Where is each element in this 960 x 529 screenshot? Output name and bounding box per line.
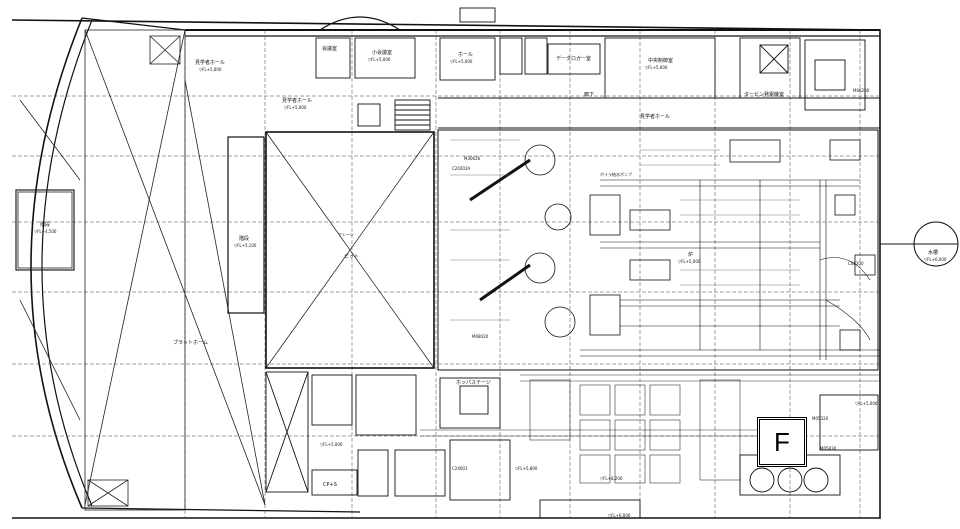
location-marker-f: F [757,417,807,467]
external-tank [880,221,959,267]
label-code-7: M06200 [853,88,870,93]
lower-rooms [265,371,880,519]
process-equipment [437,129,880,371]
label-exhibit-hall-left-fl: ▽FL+5,000 [199,67,222,72]
label-small-meeting-fl: ▽FL+5,000 [368,57,391,62]
label-pump: ボイラ給水ポンプ [600,171,632,177]
label-exhibit-hall-2-fl: ▽FL+5,000 [284,105,307,110]
label-code-8: M05320 [812,416,829,421]
label-exhibit-corridor: 見学者ホール [640,113,670,120]
building-outline [11,16,881,519]
label-fl-5000-a: ▽FL+5,000 [320,442,343,447]
label-cp-s: CP+S [323,482,337,488]
label-tank-fl: ▽FL+6,000 [924,257,947,262]
label-hall: ホール [458,52,473,58]
label-mid-stair-fl: ▽FL+5,100 [234,243,257,248]
left-hall-area [15,29,266,511]
label-data-room: データロガー室 [556,55,591,62]
label-code-1: M30626 [464,156,481,161]
label-corridor: 廊下 [584,91,594,98]
label-fl-5000-b: ▽FL+5,000 [855,401,878,406]
label-code-6: C24001 [452,466,468,471]
label-crane: クレーン [338,231,354,237]
location-marker-label: F [774,427,790,457]
label-left-stair: 階段 [40,221,50,228]
label-fl-6000: ▽FL+6,000 [608,513,631,518]
label-code-4: M05830 [820,446,837,451]
label-platform: プラットホーム [173,340,208,346]
label-boiler-area: 炉 [688,251,693,258]
label-central-control-fl: ▽FL+5,000 [645,65,668,70]
label-small-meeting: 小会議室 [372,49,392,56]
label-meeting-room: 会議室 [322,45,337,52]
label-fl-8200: ▽FL+8,200 [600,476,623,481]
label-hall-fl: ▽FL+5,000 [450,59,473,64]
label-central-control: 中央制御室 [648,57,673,64]
label-exhibit-hall-left: 見学者ホール [195,59,225,66]
label-pit: ピット [344,254,359,260]
label-left-stair-fl: ▽FL+4,500 [34,229,57,234]
label-code-2: C20202A [452,166,471,171]
label-hopper-room: ホッパステージ [456,380,491,386]
refuse-pit [227,131,435,369]
room-labels: 見学者ホール ▽FL+5,000 見学者ホール ▽FL+5,000 会議室 小会… [34,45,947,518]
label-turbine-room: タービン発電機室 [744,91,784,98]
upper-rooms [315,7,880,131]
label-fl-5800: ▽FL+5,800 [515,466,538,471]
label-exhibit-hall-2: 見学者ホール [282,97,312,104]
label-boiler-fl: ▽FL+5,000 [678,259,701,264]
label-code-3: M08020 [472,334,489,339]
label-code-5: C08200 [848,261,864,266]
label-tank: 水槽 [928,249,938,256]
label-mid-stair: 階段 [239,235,249,242]
